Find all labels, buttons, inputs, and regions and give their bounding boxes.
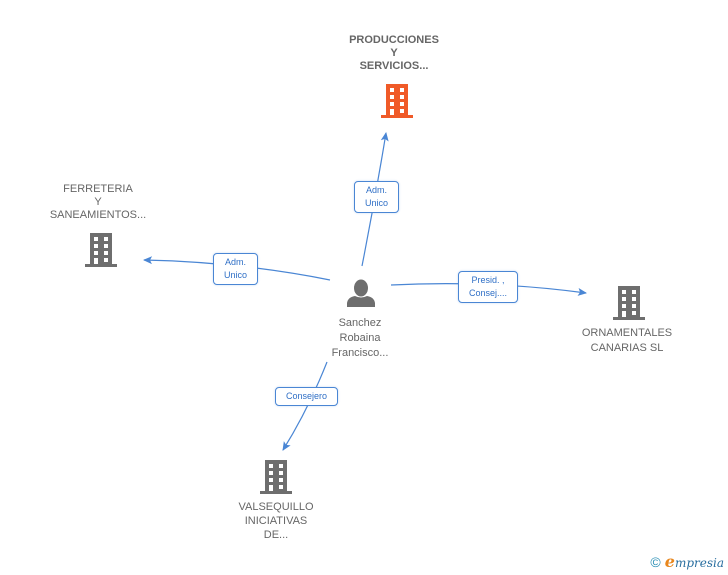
edge-label-line: Unico	[364, 198, 388, 208]
edge-label-presid-consej: Presid. , Consej....	[458, 271, 518, 303]
edge-label-line: Presid. ,	[471, 275, 505, 285]
logo-initial: e	[664, 552, 675, 571]
company-name-line: DE...	[263, 529, 289, 541]
edge-label-line: Adm.	[365, 185, 387, 195]
person-name[interactable]: Sanchez Robaina Francisco...	[290, 316, 430, 361]
empresia-branding: © empresia	[650, 552, 724, 571]
building-icon[interactable]	[380, 83, 414, 119]
company-name-line: INICIATIVAS	[244, 515, 308, 527]
edge-label-consejero: Consejero	[275, 387, 338, 406]
empresia-logo: empresia	[665, 552, 724, 571]
person-name-line: Francisco...	[331, 347, 389, 359]
building-icon[interactable]	[259, 459, 293, 495]
center-company-name[interactable]: PRODUCCIONES Y SERVICIOS...	[324, 34, 464, 73]
company-name-line: Y	[94, 196, 102, 208]
company-name-line: ORNAMENTALES	[581, 327, 673, 339]
valsequillo-company-name[interactable]: VALSEQUILLO INICIATIVAS DE...	[206, 500, 346, 542]
edge-label-adm-unico-ferreteria: Adm. Unico	[213, 253, 258, 285]
center-company-name-line: SERVICIOS...	[359, 60, 429, 72]
ornamentales-company-name[interactable]: ORNAMENTALES CANARIAS SL	[557, 326, 697, 356]
ferreteria-company-name[interactable]: FERRETERIA Y SANEAMIENTOS...	[28, 183, 168, 222]
edge-to-valsequillo	[282, 361, 328, 451]
edge-label-line: Consej....	[468, 288, 508, 298]
edge-label-adm-unico-center: Adm. Unico	[354, 181, 399, 213]
logo-text: mpresia	[674, 556, 724, 570]
edge-label-line: Adm.	[224, 257, 246, 267]
copyright-icon: ©	[650, 553, 661, 570]
company-name-line: CANARIAS SL	[590, 342, 664, 354]
company-name-line: FERRETERIA	[63, 183, 133, 195]
edge-label-line: Consejero	[285, 391, 328, 401]
person-icon[interactable]	[346, 278, 376, 308]
person-name-line: Sanchez	[338, 317, 382, 329]
person-name-line: Robaina	[339, 332, 381, 344]
company-name-line: SANEAMIENTOS...	[49, 209, 147, 221]
edge-label-line: Unico	[223, 270, 247, 280]
building-icon[interactable]	[84, 232, 118, 268]
center-company-name-line: PRODUCCIONES	[349, 34, 439, 46]
building-icon[interactable]	[612, 285, 646, 321]
center-company-name-line: Y	[390, 47, 398, 59]
company-name-line: VALSEQUILLO	[238, 501, 314, 513]
